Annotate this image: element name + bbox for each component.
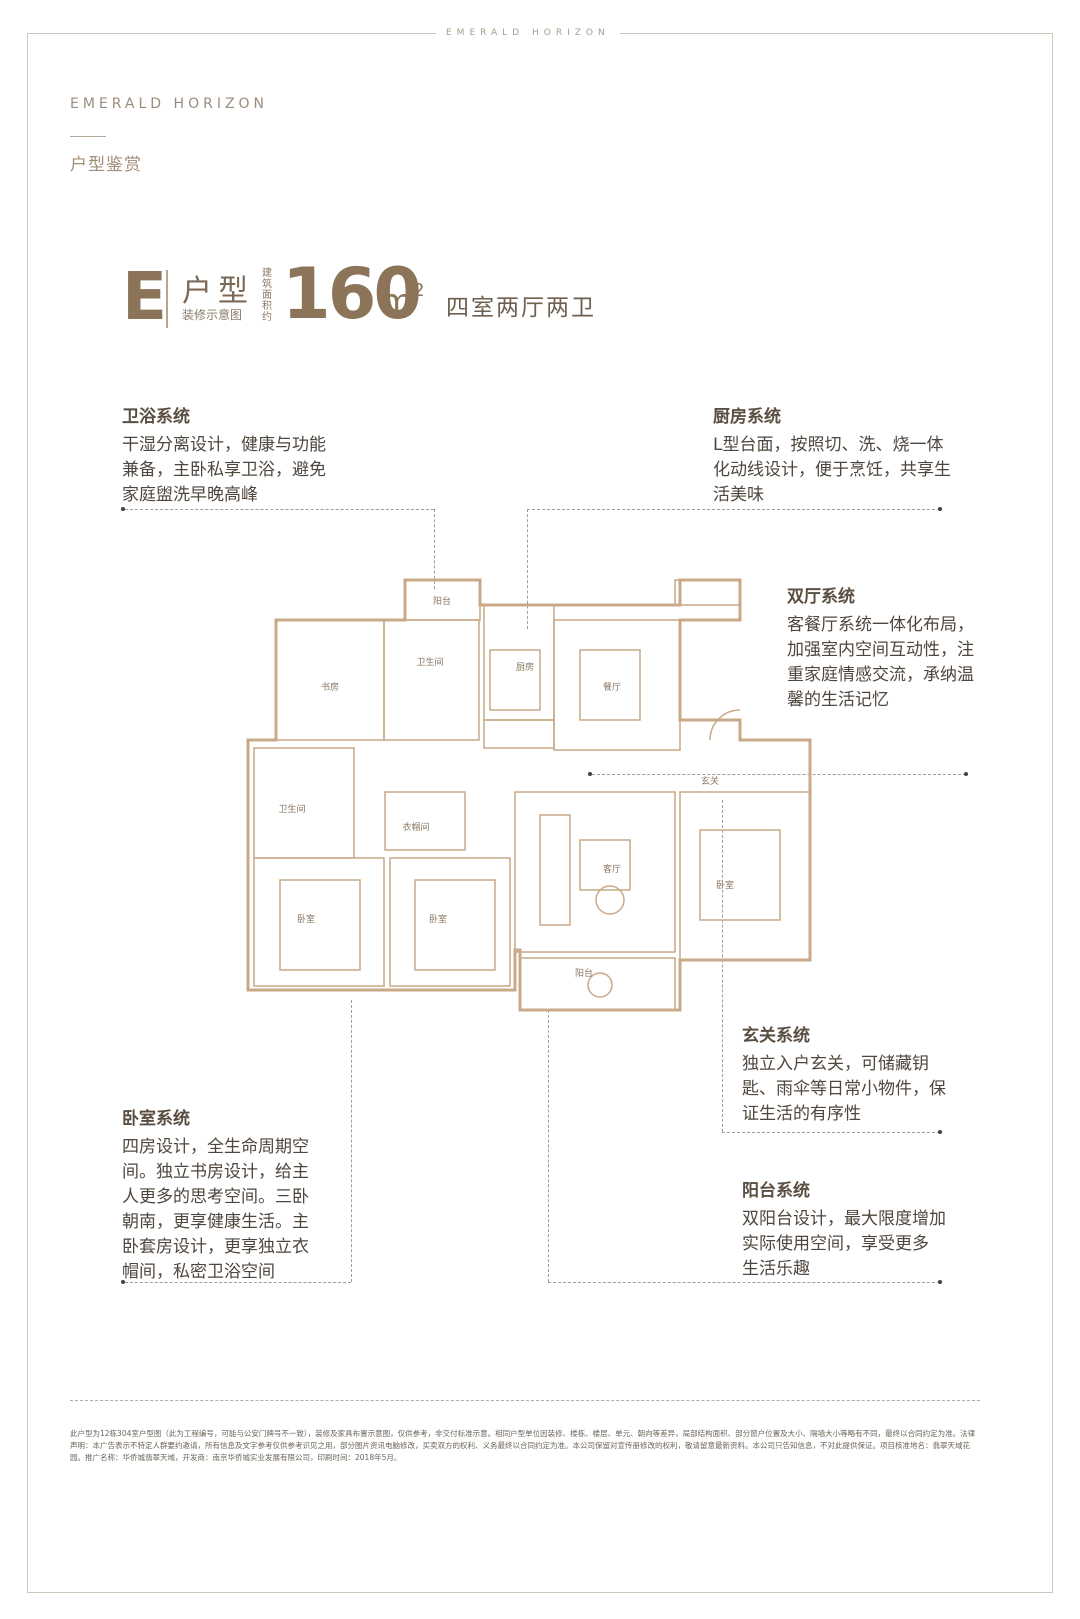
feature-kitchen: 厨房系统 L型台面，按照切、洗、烧一体 化动线设计，便于烹饪，共享生 活美味 (713, 402, 951, 508)
area-unit: m2 (380, 280, 425, 322)
unit-letter: E (122, 258, 168, 335)
feature-line: 帽间，私密卫浴空间 (122, 1262, 275, 1282)
room-label: 阳台 (433, 595, 451, 607)
room-label: 玄关 (701, 775, 719, 787)
top-brand: EMERALD HORIZON (436, 26, 620, 40)
feature-line: 独立入户玄关，可储藏钥 (742, 1054, 929, 1074)
feature-title: 阳台系统 (742, 1181, 810, 1201)
room-label: 卧室 (297, 913, 315, 925)
area-caption: 建筑面积约 (262, 268, 272, 323)
feature-line: 重家庭情感交流，承纳温 (787, 665, 974, 685)
leader-dot (938, 1130, 942, 1134)
feature-line: 加强室内空间互动性，注 (787, 640, 974, 660)
room-label: 厨房 (516, 661, 534, 673)
leader-line (722, 800, 723, 1132)
footer-divider (70, 1400, 980, 1401)
room-label: 卧室 (716, 879, 734, 891)
room-label: 卫生间 (278, 803, 305, 815)
leader-line (351, 1000, 352, 1282)
leader-dot (938, 1280, 942, 1284)
leader-dot (588, 772, 592, 776)
feature-line: 间。独立书房设计，给主 (122, 1162, 309, 1182)
feature-bedroom: 卧室系统 四房设计，全生命周期空 间。独立书房设计，给主 人更多的思考空间。三卧… (122, 1104, 309, 1285)
feature-line: 人更多的思考空间。三卧 (122, 1187, 309, 1207)
leader-line (722, 1132, 940, 1133)
feature-line: 活美味 (713, 485, 764, 505)
leader-dot (121, 1280, 125, 1284)
leader-dot (964, 772, 968, 776)
leader-line (527, 509, 528, 629)
feature-line: 朝南，更享健康生活。主 (122, 1212, 309, 1232)
area-unit-base: m (380, 282, 414, 322)
leader-line (527, 509, 940, 510)
feature-line: 证生活的有序性 (742, 1104, 861, 1124)
room-label: 餐厅 (603, 681, 621, 693)
feature-line: 化动线设计，便于烹饪，共享生 (713, 460, 951, 480)
feature-line: 干湿分离设计，健康与功能 (122, 435, 326, 455)
feature-title: 玄关系统 (742, 1026, 810, 1046)
feature-title: 卧室系统 (122, 1109, 190, 1129)
feature-entry: 玄关系统 独立入户玄关，可储藏钥 匙、雨伞等日常小物件，保 证生活的有序性 (742, 1021, 946, 1127)
feature-line: 兼备，主卧私享卫浴，避免 (122, 460, 326, 480)
section-subtitle: 户型鉴赏 (70, 155, 142, 175)
feature-line: 生活乐趣 (742, 1259, 810, 1279)
leader-line (548, 1010, 549, 1282)
area-value: 160 (282, 253, 422, 335)
room-label: 书房 (321, 681, 339, 693)
room-label: 衣帽间 (402, 821, 429, 833)
leader-dot (121, 507, 125, 511)
feature-line: 双阳台设计，最大限度增加 (742, 1209, 946, 1229)
brand-name: EMERALD HORIZON (70, 96, 269, 112)
feature-title: 厨房系统 (713, 407, 781, 427)
unit-type-label: 户型 (182, 274, 254, 309)
unit-divider (166, 270, 168, 328)
feature-line: 实际使用空间，享受更多 (742, 1234, 929, 1254)
room-label: 阳台 (575, 967, 593, 979)
floor-plan: 阳台 卫生间 书房 厨房 餐厅 卫生间 衣帽间 玄关 卧室 卧室 客厅 卧室 阳… (240, 570, 820, 1020)
area-unit-sup: 2 (413, 280, 425, 301)
room-label: 卫生间 (416, 656, 443, 668)
feature-line: 家庭盥洗早晚高峰 (122, 485, 258, 505)
feature-bathroom: 卫浴系统 干湿分离设计，健康与功能 兼备，主卧私享卫浴，避免 家庭盥洗早晚高峰 (122, 402, 326, 508)
layout-description: 四室两厅两卫 (446, 295, 596, 321)
brand-divider (70, 136, 106, 137)
feature-living: 双厅系统 客餐厅系统一体化布局， 加强室内空间互动性，注 重家庭情感交流，承纳温… (787, 582, 974, 713)
feature-line: 卧套房设计，更享独立衣 (122, 1237, 309, 1257)
feature-line: 客餐厅系统一体化布局， (787, 615, 974, 635)
feature-line: 馨的生活记忆 (787, 690, 889, 710)
leader-line (592, 774, 966, 775)
room-label: 客厅 (603, 863, 621, 875)
leader-dot (938, 507, 942, 511)
feature-balcony: 阳台系统 双阳台设计，最大限度增加 实际使用空间，享受更多 生活乐趣 (742, 1176, 946, 1282)
feature-line: 匙、雨伞等日常小物件，保 (742, 1079, 946, 1099)
leader-line (548, 1282, 940, 1283)
feature-title: 卫浴系统 (122, 407, 190, 427)
legal-disclaimer: 此户型为12栋304室户型图（此为工程编号，可能与公安门牌号不一致），装修及家具… (70, 1429, 976, 1462)
room-label: 卧室 (429, 913, 447, 925)
floor-plan-drawing: 阳台 卫生间 书房 厨房 餐厅 卫生间 衣帽间 玄关 卧室 卧室 客厅 卧室 阳… (246, 578, 812, 1012)
feature-title: 双厅系统 (787, 587, 855, 607)
unit-caption: 装修示意图 (182, 308, 243, 322)
feature-line: L型台面，按照切、洗、烧一体 (713, 435, 944, 455)
leader-line (125, 1282, 351, 1283)
feature-line: 四房设计，全生命周期空 (122, 1137, 309, 1157)
leader-line (125, 509, 434, 510)
leader-line (434, 509, 435, 589)
